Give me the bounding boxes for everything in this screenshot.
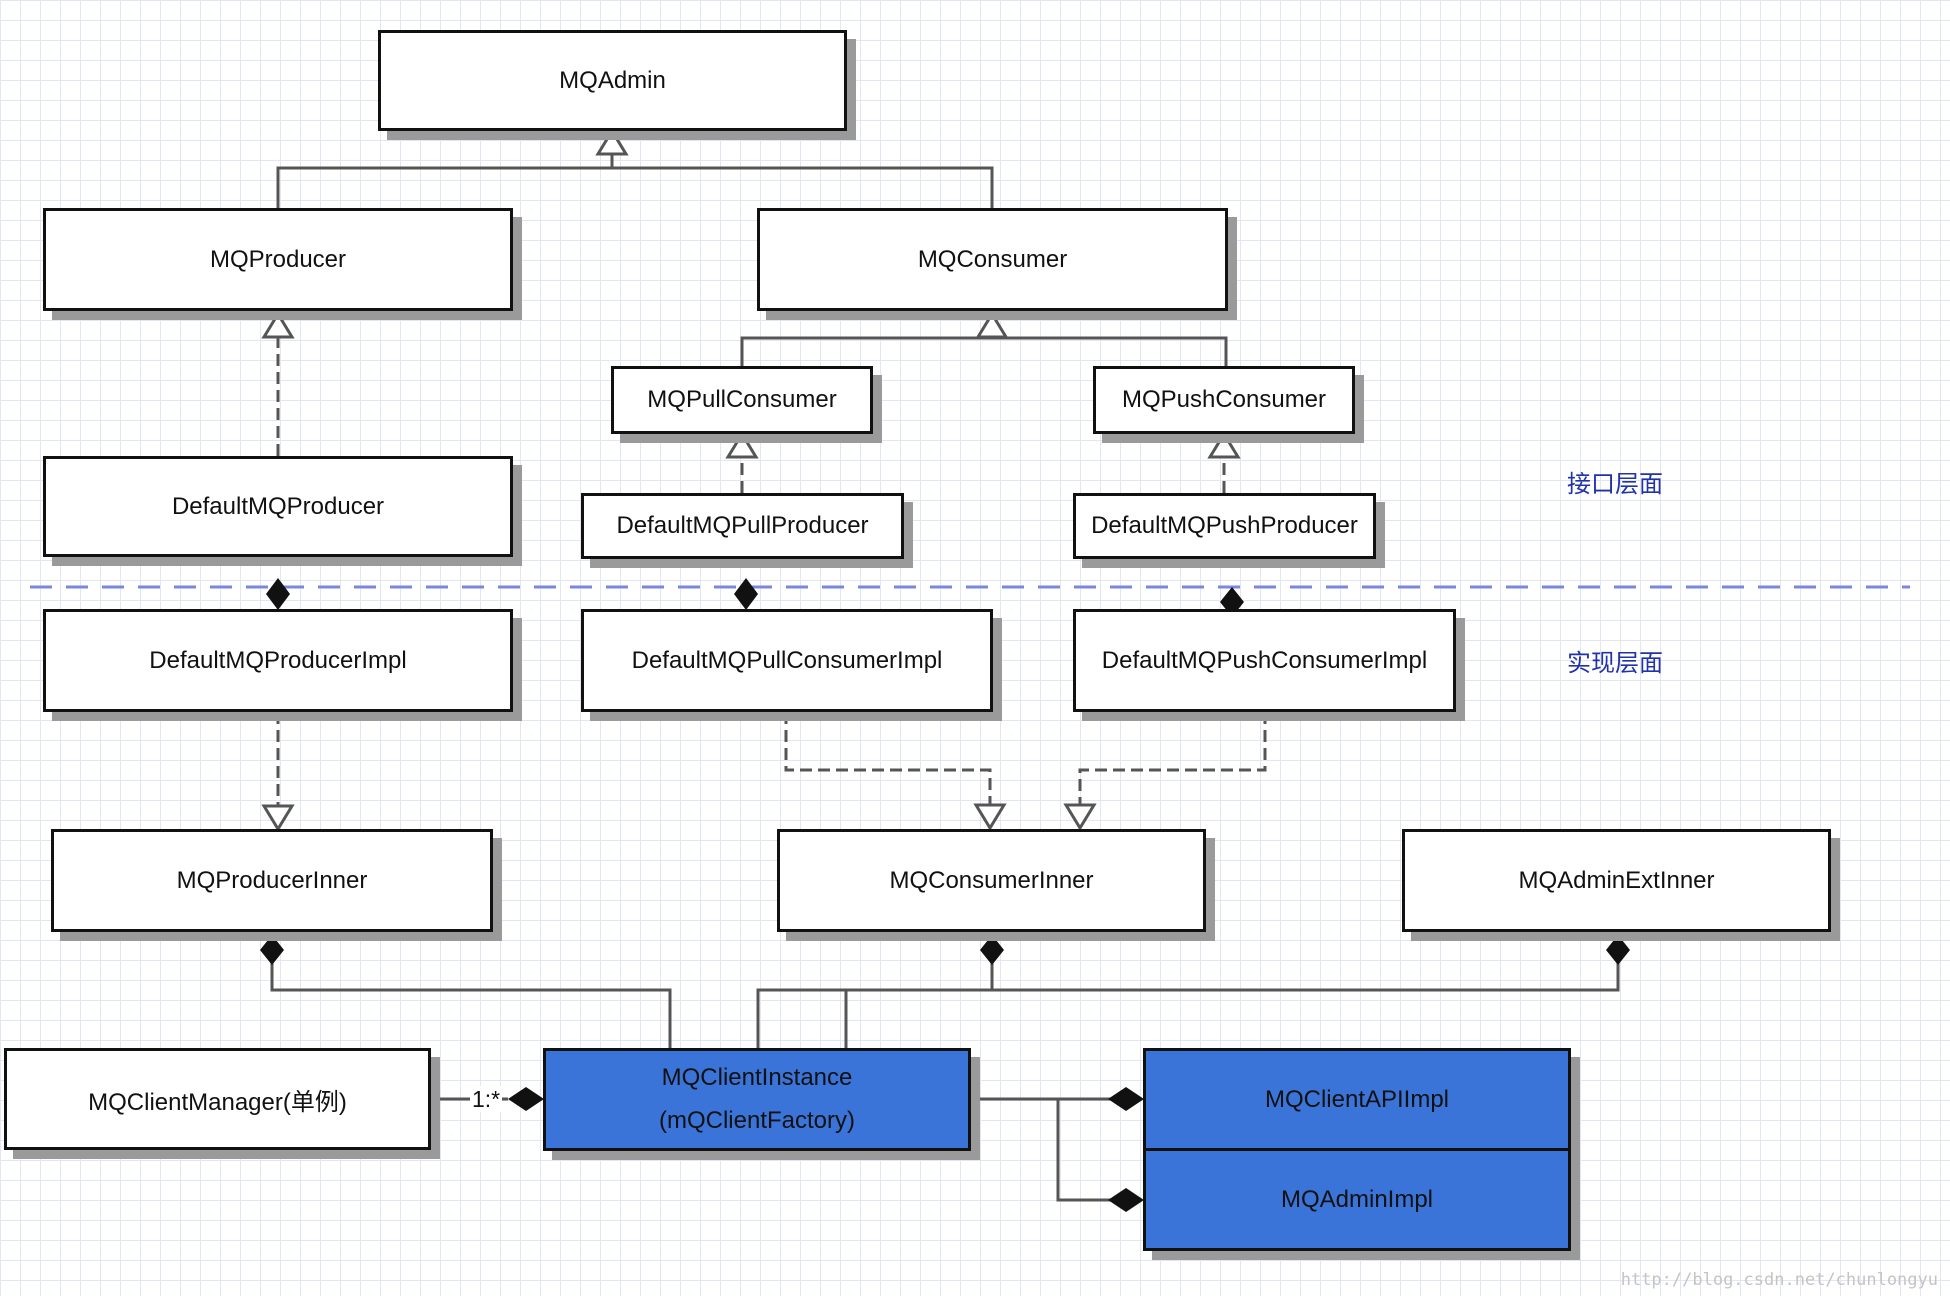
class-label: MQConsumerInner xyxy=(889,866,1094,894)
class-label: MQPushConsumer xyxy=(1121,386,1327,413)
class-box-defaultmqpushconsumerimpl: DefaultMQPushConsumerImpl xyxy=(1073,609,1456,712)
edge-pull-push-to-consumer xyxy=(740,336,1228,366)
class-box-mqpushconsumer: MQPushConsumer xyxy=(1093,366,1355,434)
class-label: DefaultMQProducer xyxy=(171,492,385,520)
edge-pushimpl-to-consumerinner xyxy=(1078,712,1267,804)
class-box-mqpullconsumer: MQPullConsumer xyxy=(611,366,873,434)
class-label: MQProducerInner xyxy=(176,866,368,894)
class-label: DefaultMQPullConsumerImpl xyxy=(631,646,943,674)
composition-diamond-apiimpl xyxy=(1108,1087,1144,1111)
realization-arrow-mqproducerinner xyxy=(261,804,295,832)
multiplicity-label: 1:* xyxy=(470,1086,503,1112)
class-box-defaultmqpullconsumerimpl: DefaultMQPullConsumerImpl xyxy=(581,609,993,712)
class-box-defaultmqproducerimpl: DefaultMQProducerImpl xyxy=(43,609,513,712)
generalization-arrow-mqadmin xyxy=(595,128,629,156)
class-box-mqadminimpl: MQAdminImpl xyxy=(1143,1148,1571,1251)
class-label: MQAdminImpl xyxy=(1280,1185,1434,1213)
composition-diamond-adminimpl xyxy=(1108,1188,1144,1212)
class-label: DefaultMQProducerImpl xyxy=(149,646,407,674)
composition-diamond-defaultproducer xyxy=(266,578,290,610)
realization-arrow-mqpullconsumer xyxy=(725,431,759,459)
class-label: MQClientInstance xyxy=(661,1064,853,1092)
class-label: MQAdmin xyxy=(559,66,666,94)
class-label: DefaultMQPushProducer xyxy=(1091,512,1358,539)
class-label: MQAdminExtInner xyxy=(1518,866,1715,894)
realization-arrow-mqpushconsumer xyxy=(1207,431,1241,459)
edge-clientinstance-to-adminimpl xyxy=(1056,1099,1112,1202)
composition-diamond-producerinner xyxy=(260,935,284,965)
generalization-arrow-mqconsumer xyxy=(975,311,1009,339)
class-label: MQProducer xyxy=(209,245,347,273)
edge-pullimpl-to-consumerinner xyxy=(784,712,992,804)
class-box-mqclientinstance: MQClientInstance (mQClientFactory) xyxy=(543,1048,971,1151)
class-box-defaultmqpullproducer: DefaultMQPullProducer xyxy=(581,493,904,559)
edge-producerinner-to-clientinstance xyxy=(270,962,672,1050)
realization-arrow-consumerinner-left xyxy=(973,803,1007,831)
class-box-defaultmqproducer: DefaultMQProducer xyxy=(43,456,513,557)
class-label-secondary: (mQClientFactory) xyxy=(658,1106,856,1134)
class-label: MQConsumer xyxy=(917,245,1068,273)
class-box-mqclientapiimpl: MQClientAPIImpl xyxy=(1143,1048,1571,1151)
class-box-mqconsumerinner: MQConsumerInner xyxy=(777,829,1206,932)
composition-diamond-clientmanager xyxy=(508,1087,544,1111)
zone-label-interface: 接口层面 xyxy=(1567,470,1663,498)
class-label: DefaultMQPullProducer xyxy=(616,512,869,539)
watermark: http://blog.csdn.net/chunlongyu xyxy=(1620,1270,1938,1290)
class-box-defaultmqpushproducer: DefaultMQPushProducer xyxy=(1073,493,1376,559)
composition-diamond-adminextinner xyxy=(1606,935,1630,965)
class-label: MQClientAPIImpl xyxy=(1264,1085,1450,1113)
class-box-mqadmin: MQAdmin xyxy=(378,30,847,131)
class-label: MQClientManager(单例) xyxy=(88,1088,347,1116)
class-label: MQPullConsumer xyxy=(647,386,837,413)
zone-label-implementation: 实现层面 xyxy=(1567,649,1663,677)
class-box-mqconsumer: MQConsumer xyxy=(757,208,1228,311)
class-box-mqadminextinner: MQAdminExtInner xyxy=(1402,829,1831,932)
composition-diamond-consumerinner xyxy=(980,935,1004,965)
class-label: DefaultMQPushConsumerImpl xyxy=(1101,646,1428,674)
composition-diamond-defaultpull xyxy=(734,578,758,610)
class-box-mqproducer: MQProducer xyxy=(43,208,513,311)
realization-arrow-mqproducer xyxy=(261,311,295,339)
edge-consumerinner-to-clientinstance xyxy=(756,962,1620,1050)
class-box-mqproducerinner: MQProducerInner xyxy=(51,829,493,932)
edge-producer-consumer-to-admin xyxy=(276,153,994,208)
realization-arrow-consumerinner-right xyxy=(1063,803,1097,831)
class-box-mqclientmanager: MQClientManager(单例) xyxy=(4,1048,431,1150)
